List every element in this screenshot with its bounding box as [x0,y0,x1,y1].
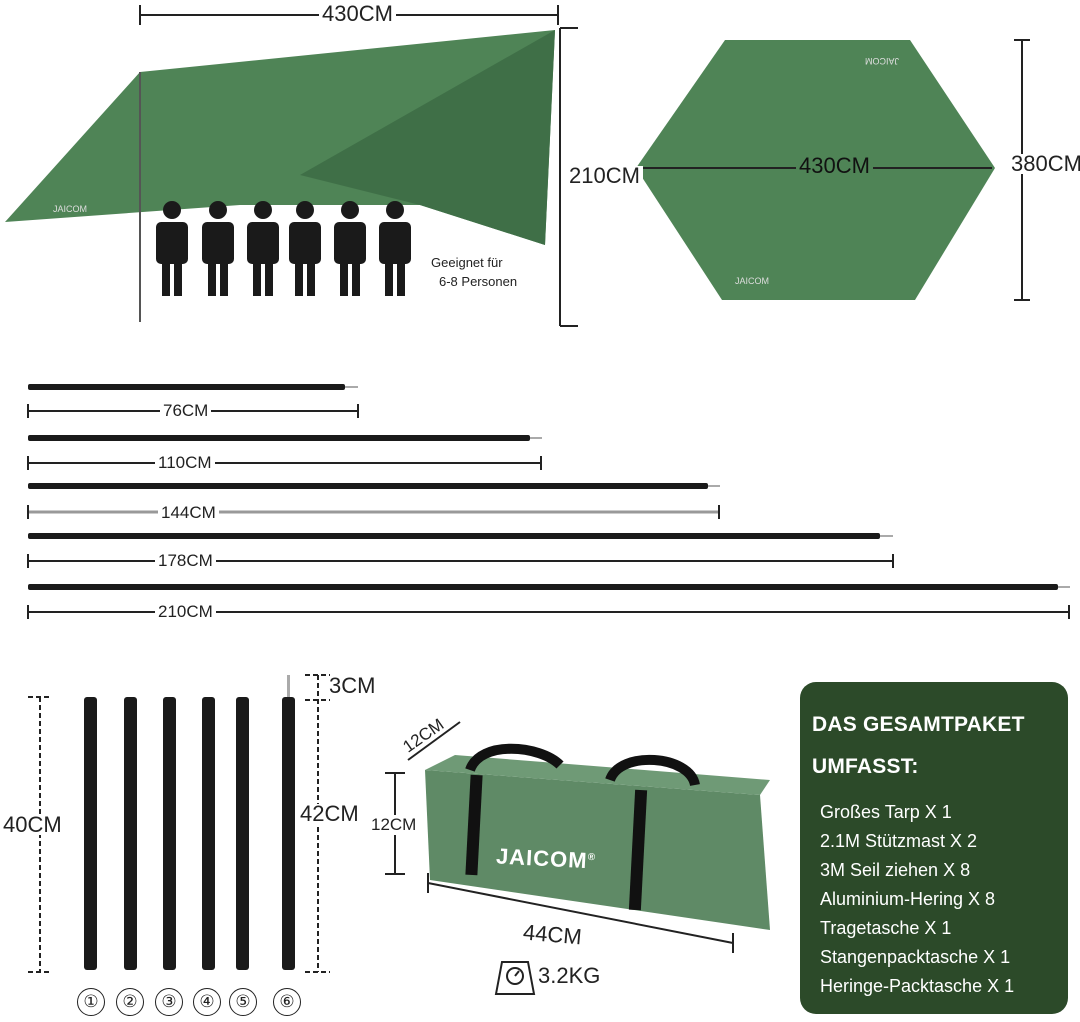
pole-label-144: 144CM [158,503,219,523]
pole-110 [27,435,542,470]
people-silhouettes [156,201,411,296]
carry-bag [425,743,770,930]
bag-brand: JAICOM® [495,843,596,874]
tarp-top-width-label: 430CM [796,155,873,177]
tarp-height-label: 210CM [566,165,643,187]
segment-number-4: ④ [193,988,221,1016]
bag-brand-text: JAICOM [495,843,589,874]
bag-height-label: 12CM [368,815,420,835]
segment-number-1: ① [77,988,105,1016]
tarp-width-label: 430CM [319,3,396,25]
bag-weight-label: 3.2KG [535,965,604,987]
tarp-side-view [5,30,555,322]
package-items: Großes Tarp X 1 2.1M Stützmast X 2 3M Se… [820,798,1068,1001]
tarp-top-brand-1: JAICOM [865,56,900,66]
package-item: Großes Tarp X 1 [820,802,952,822]
pole-segments [84,675,295,970]
scale-icon [494,961,536,995]
package-item: 2.1M Stützmast X 2 [820,831,978,851]
segment-length-label: 40CM [0,814,65,836]
package-title: DAS GESAMTPAKET UMFASST: [800,682,1068,788]
bag-registered-mark: ® [587,851,597,864]
suitable-line1: Geeignet für [428,254,506,272]
package-contents-box: DAS GESAMTPAKET UMFASST: Großes Tarp X 1 … [800,682,1068,1014]
segment-number-6: ⑥ [273,988,301,1016]
segment-number-2: ② [116,988,144,1016]
total-length-label: 42CM [297,803,362,825]
package-item: Tragetasche X 1 [820,918,952,938]
pole-label-76: 76CM [160,401,212,421]
pole-144 [27,483,720,519]
pole-label-178: 178CM [155,551,216,571]
segment-number-3: ③ [155,988,183,1016]
pole-label-110: 110CM [155,453,215,473]
tarp-top-depth-label: 380CM [1008,153,1080,175]
bag-length-label: 44CM [522,919,583,950]
package-title-line2: UMFASST: [812,755,919,778]
package-item: Heringe-Packtasche X 1 [820,976,1015,996]
package-item: 3M Seil ziehen X 8 [820,860,971,880]
segment-number-5: ⑤ [229,988,257,1016]
package-title-line1: DAS GESAMTPAKET [812,713,1025,736]
suitable-line2: 6-8 Personen [436,273,521,291]
tarp-top-brand-2: JAICOM [735,276,770,286]
package-item: Aluminium-Hering X 8 [820,889,996,909]
package-item: Stangenpacktasche X 1 [820,947,1011,967]
pole-label-210: 210CM [155,602,216,622]
tip-length-label: 3CM [326,675,379,697]
tarp-side-brand: JAICOM [53,204,88,214]
